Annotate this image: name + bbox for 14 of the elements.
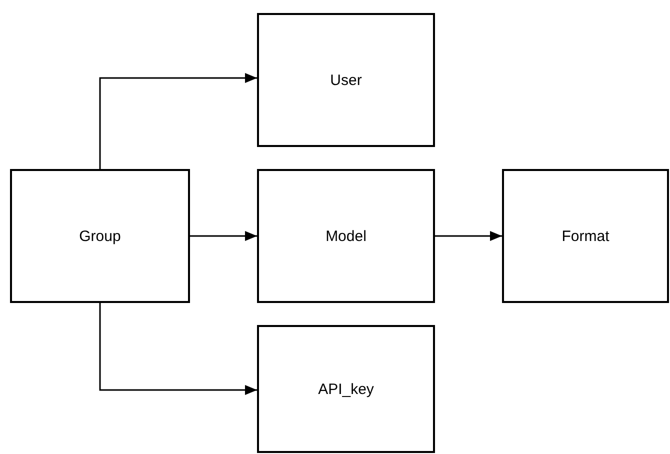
entity-name: API_key	[318, 380, 374, 398]
entity-box	[257, 13, 435, 147]
entity-name: Model	[326, 228, 366, 244]
entity-name: Format	[562, 228, 610, 244]
entity-box	[257, 325, 435, 453]
arrow	[435, 231, 502, 241]
arrow	[99, 303, 257, 395]
entity-name: Group	[79, 228, 121, 244]
entity-box	[10, 169, 190, 303]
entity-box	[257, 169, 435, 303]
arrow	[190, 231, 257, 241]
arrow	[99, 73, 257, 169]
entity-box	[502, 169, 669, 303]
entity-name: User	[330, 72, 362, 88]
